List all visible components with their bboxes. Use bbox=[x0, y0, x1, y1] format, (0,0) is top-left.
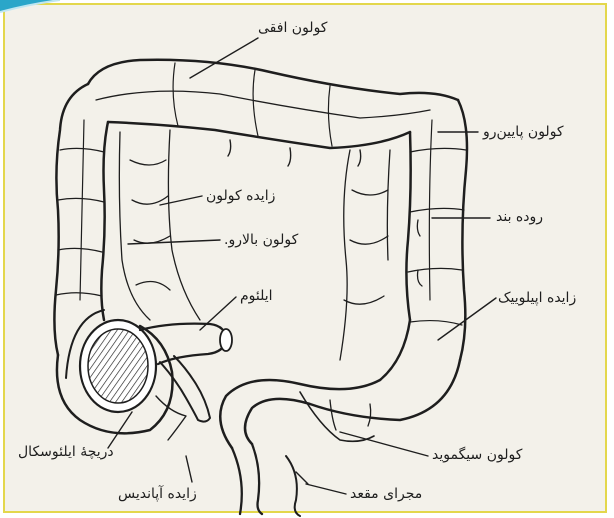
label-ileum: ایلئوم bbox=[240, 288, 273, 304]
descending-mesentery-shape bbox=[340, 150, 390, 360]
label-appendix: زایده آپاندیس bbox=[118, 486, 197, 502]
label-descending-colon: کولون پایین‌رو bbox=[483, 124, 564, 140]
ascending-mesentery-shape bbox=[119, 130, 200, 320]
rectum-shape bbox=[232, 444, 308, 516]
label-transverse-colon: کولون افقی bbox=[258, 20, 327, 36]
cecum-shape bbox=[57, 310, 173, 433]
label-epiploic-appendages: زایده اپیلوییک bbox=[498, 290, 576, 306]
label-ileocecal-valve: دریچهٔ ایلئوسکال bbox=[18, 444, 114, 460]
descending-colon-shape bbox=[406, 100, 467, 360]
label-mesentery: روده بند bbox=[496, 209, 543, 225]
label-colic-appendages: زایده کولون bbox=[206, 188, 275, 204]
label-ascending-colon: کولون بالارو. bbox=[224, 232, 298, 248]
ascending-colon-shape bbox=[54, 84, 108, 355]
label-sigmoid-colon: کولون سیگموید bbox=[432, 447, 522, 463]
appendix-shape bbox=[156, 356, 210, 440]
transverse-colon-shape bbox=[88, 60, 458, 166]
sigmoid-colon-shape bbox=[220, 320, 460, 448]
leader-lines bbox=[108, 38, 496, 494]
label-rectum: مجرای مقعد bbox=[350, 486, 422, 502]
